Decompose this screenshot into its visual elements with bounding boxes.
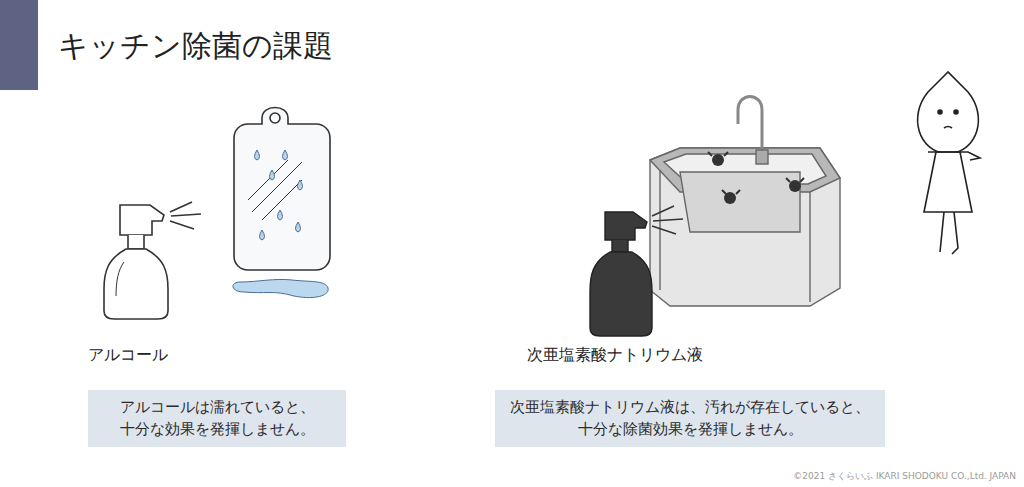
note-text: 次亜塩素酸ナトリウム液は、汚れが存在していると、 十分な除菌効果を発揮しません。 xyxy=(505,397,875,441)
title-bar xyxy=(0,0,38,90)
mist-lines xyxy=(652,206,683,234)
character xyxy=(918,72,980,254)
copyright: ©2021 さくらいふ IKARI SHODOKU CO.,Ltd. JAPAN xyxy=(793,470,1016,483)
note-text: アルコールは濡れていると、 十分な効果を発揮しません。 xyxy=(98,397,336,441)
puddle xyxy=(233,279,328,297)
section-heading: アルコール xyxy=(88,345,168,366)
note-box: アルコールは濡れていると、 十分な効果を発揮しません。 xyxy=(88,390,346,447)
title: キッチン除菌の課題 xyxy=(58,26,333,67)
hypochlorite-spray xyxy=(590,212,652,336)
droplets xyxy=(255,150,303,240)
note-box: 次亜塩素酸ナトリウム液は、汚れが存在していると、 十分な除菌効果を発揮しません。 xyxy=(495,390,885,447)
mist-lines xyxy=(170,202,201,229)
section-heading: 次亜塩素酸ナトリウム液 xyxy=(527,345,703,366)
cutting-board xyxy=(234,108,330,271)
sink xyxy=(650,97,840,307)
dirt-spots xyxy=(708,152,804,204)
alcohol-spray xyxy=(104,205,168,319)
